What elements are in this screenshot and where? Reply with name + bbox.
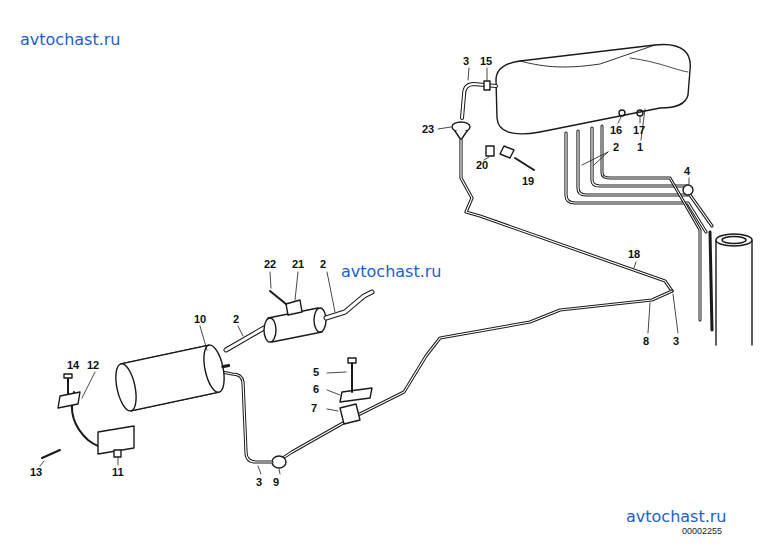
callout-number: 12 xyxy=(87,360,99,371)
callout-number: 7 xyxy=(311,403,317,414)
drawing-code: 00002255 xyxy=(682,527,722,536)
callout-number: 15 xyxy=(480,56,492,67)
callout-number: 2 xyxy=(320,259,326,270)
callout-number: 14 xyxy=(67,360,79,371)
callout-number: 3 xyxy=(463,56,469,67)
callout-number: 4 xyxy=(684,166,690,177)
callout-number: 10 xyxy=(194,314,206,325)
callout-number: 11 xyxy=(112,467,124,478)
callout-number: 23 xyxy=(422,124,434,135)
callout-number: 1 xyxy=(637,142,643,153)
callout-number: 5 xyxy=(313,367,319,378)
callout-number: 13 xyxy=(30,467,42,478)
callout-number: 2 xyxy=(613,142,619,153)
callout-number: 2 xyxy=(233,314,239,325)
callout-number: 22 xyxy=(264,259,276,270)
watermark: avtochast.ru xyxy=(626,509,727,525)
callout-number: 18 xyxy=(628,249,640,260)
callout-number: 6 xyxy=(313,384,319,395)
watermark: avtochast.ru xyxy=(20,32,121,48)
callout-number: 8 xyxy=(643,336,649,347)
callout-number: 16 xyxy=(610,125,622,136)
callout-number: 19 xyxy=(522,176,534,187)
callout-number: 17 xyxy=(633,125,645,136)
callout-number: 21 xyxy=(292,259,304,270)
callout-number: 3 xyxy=(256,477,262,488)
watermark: avtochast.ru xyxy=(341,264,442,280)
callout-number: 9 xyxy=(273,477,279,488)
callout-number: 3 xyxy=(673,336,679,347)
callout-number: 20 xyxy=(476,160,488,171)
